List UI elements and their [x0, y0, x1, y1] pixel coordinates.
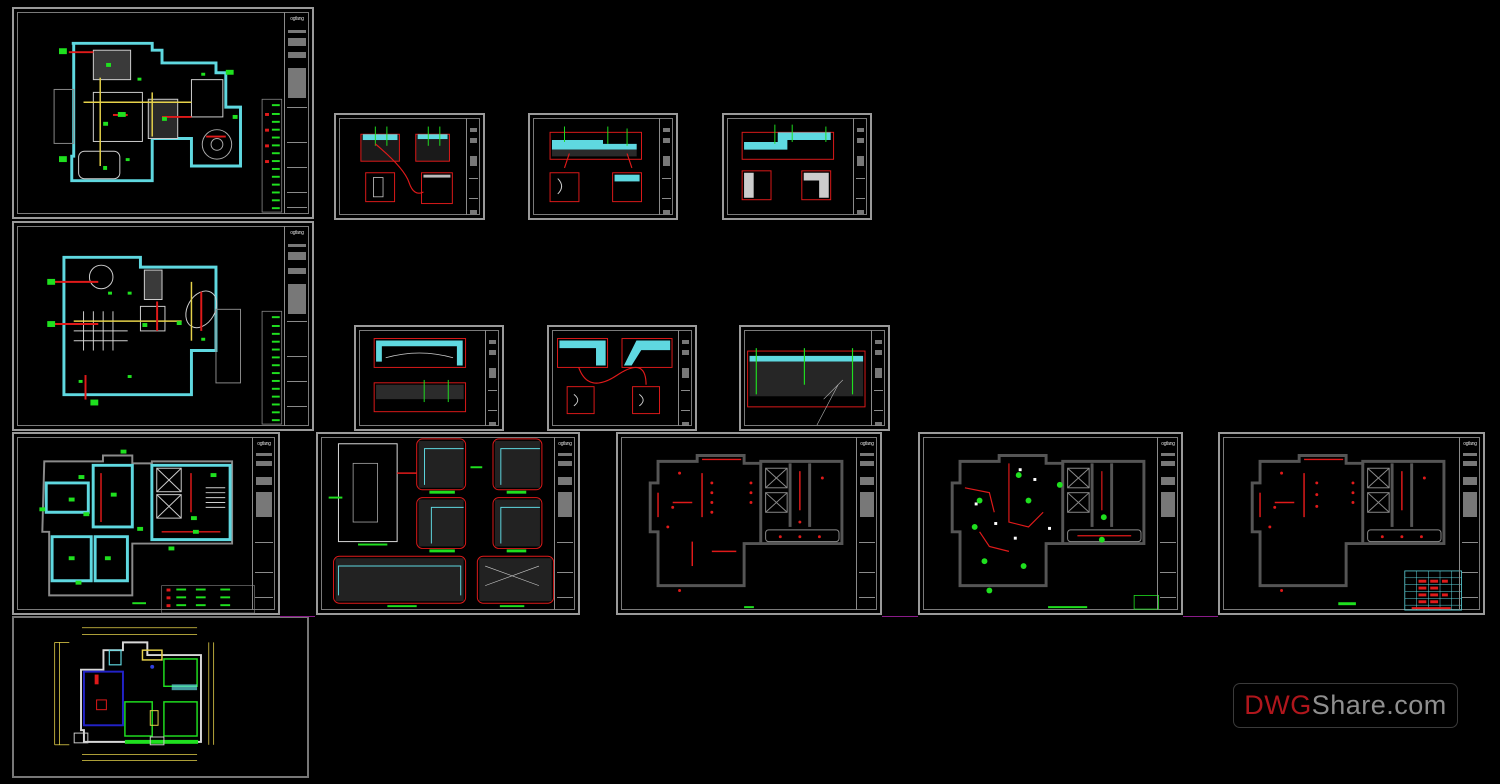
drawing-sheet-detail-6[interactable] [739, 325, 890, 431]
title-block-logo: ogfang [290, 16, 304, 22]
drawing-sheet-dimensioned-plan[interactable] [12, 616, 309, 778]
sheet-inner-border [321, 437, 575, 610]
title-block-logo: ogfang [257, 441, 271, 447]
drawing-sheet-lighting-plan[interactable]: ogfang [616, 432, 882, 615]
title-block-logo: ogfang [860, 441, 874, 447]
layout-boundary-line [1183, 616, 1218, 617]
title-block-logo: ogfang [1161, 441, 1175, 447]
title-block: ogfang [284, 226, 309, 426]
floor-plan-graphic [47, 255, 283, 425]
section-detail-graphic [549, 126, 642, 203]
drawing-sheet-lighting-fixture-plan[interactable]: ogfang [1218, 432, 1485, 615]
section-detail-graphic [557, 338, 673, 415]
drawing-sheet-detail-1[interactable] [334, 113, 485, 220]
title-block-logo: ogfang [1463, 441, 1477, 447]
drawing-sheet-annotated-plan[interactable]: ogfang [12, 432, 280, 615]
drawing-sheet-detail-5[interactable] [547, 325, 697, 431]
sheet-inner-border [621, 437, 877, 610]
drawing-sheet-ceiling-plan-1[interactable]: ogfang [12, 7, 314, 219]
title-block: ogfang [252, 437, 275, 610]
section-detail-graphic [747, 348, 866, 426]
watermark-brand-red: DWG [1244, 690, 1312, 720]
dimensioned-plan-graphic [54, 627, 215, 761]
sheet-inner-border [359, 330, 499, 426]
title-block [853, 118, 867, 215]
title-block [678, 330, 692, 426]
title-block [485, 330, 499, 426]
layout-boundary-line [882, 616, 918, 617]
sheet-inner-border [339, 118, 480, 215]
lighting-fixture-graphic [1250, 454, 1462, 611]
sheet-inner-border [1223, 437, 1480, 610]
title-block [466, 118, 480, 215]
title-block-logo: ogfang [558, 441, 572, 447]
sheet-inner-border [552, 330, 692, 426]
drawing-sheet-node-details[interactable]: ogfang [316, 432, 580, 615]
title-block [871, 330, 885, 426]
watermark-brand-gray: Share.com [1311, 690, 1447, 720]
sheet-inner-border [923, 437, 1178, 610]
drawing-sheet-lighting-switch-plan[interactable]: ogfang [918, 432, 1183, 615]
lighting-plan-graphic [648, 454, 844, 609]
title-block: ogfang [284, 12, 309, 214]
drawing-sheet-detail-2[interactable] [528, 113, 678, 220]
sheet-inner-border [17, 437, 275, 610]
sheet-inner-border [17, 226, 309, 426]
title-block: ogfang [1459, 437, 1480, 610]
section-detail-graphic [741, 124, 835, 201]
drawing-sheet-ceiling-plan-2[interactable]: ogfang [12, 221, 314, 431]
node-detail-graphic [328, 438, 555, 608]
title-block [659, 118, 673, 215]
title-block: ogfang [856, 437, 877, 610]
sheet-inner-border [744, 330, 885, 426]
sheet-inner-border [17, 12, 309, 214]
floor-plan-graphic [39, 449, 255, 613]
title-block-logo: ogfang [290, 230, 304, 236]
section-detail-graphic [373, 338, 467, 413]
layout-boundary-line [280, 616, 315, 617]
drawing-sheet-detail-3[interactable] [722, 113, 872, 220]
drawing-sheet-detail-4[interactable] [354, 325, 504, 431]
floor-plan-graphic [53, 41, 283, 213]
title-block: ogfang [1157, 437, 1178, 610]
lighting-switch-graphic [950, 454, 1159, 610]
title-block: ogfang [554, 437, 575, 610]
section-detail-graphic [360, 126, 453, 205]
sheet-inner-border [533, 118, 673, 215]
sheet-inner-border [727, 118, 867, 215]
